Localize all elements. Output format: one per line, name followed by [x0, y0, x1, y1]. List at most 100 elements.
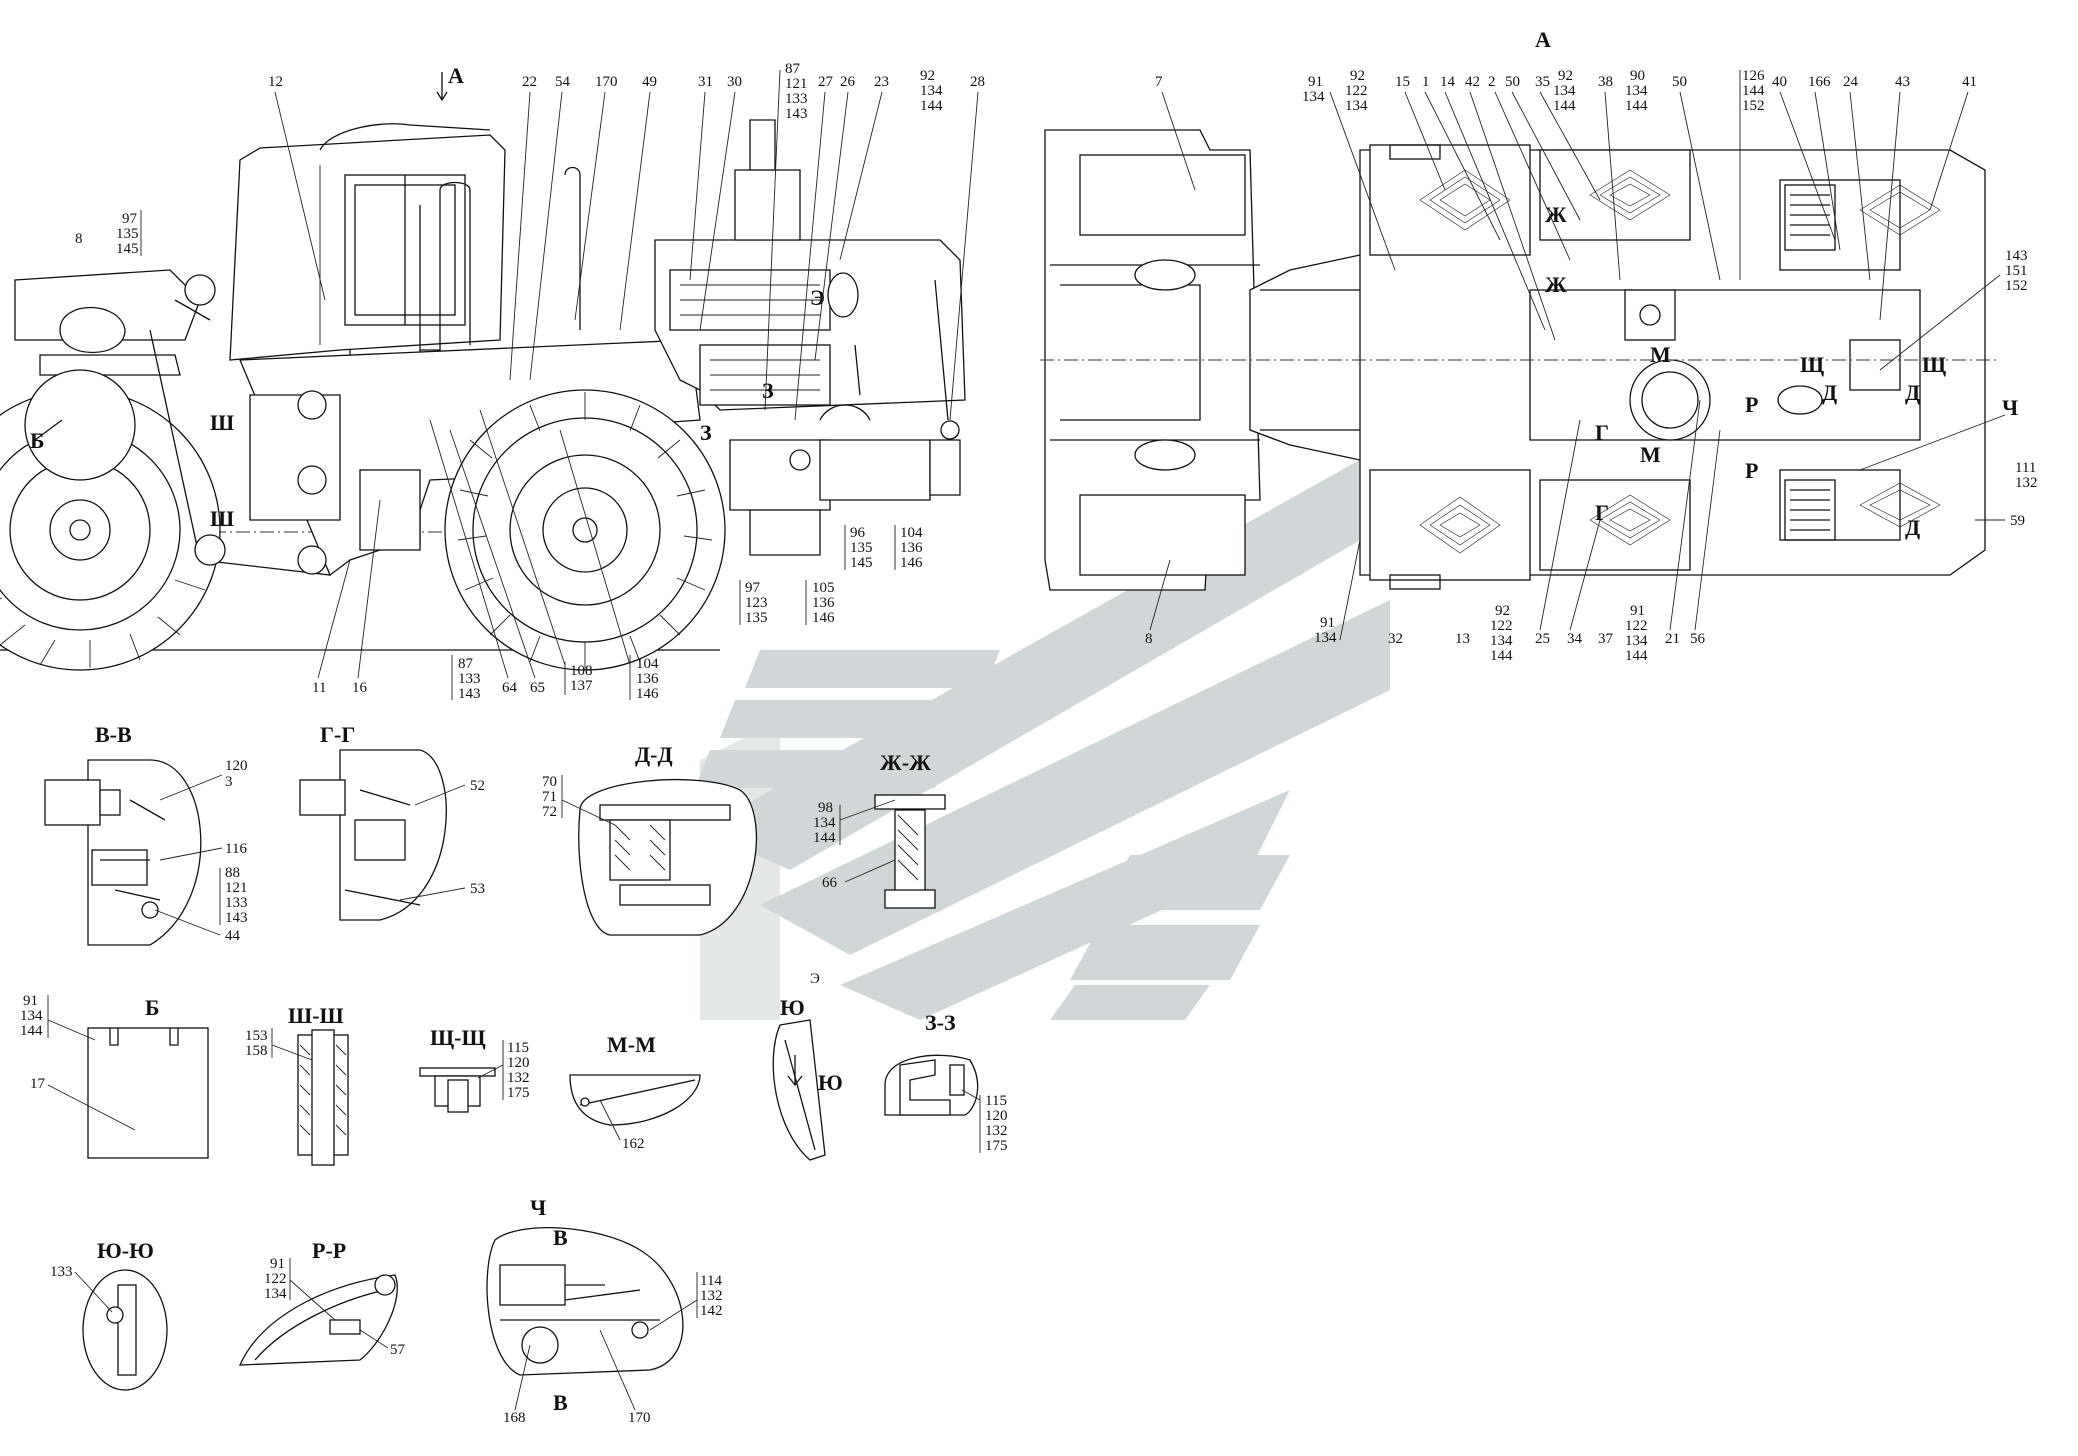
section-d-marker-1: Д — [1822, 380, 1837, 405]
callout-96: 96 — [850, 525, 866, 541]
section-b-view: Б 91 134 144 17 — [20, 993, 209, 1159]
callout-97b: 97 — [745, 580, 761, 596]
section-zh-zh: Ж-Ж 98 134 144 66 — [813, 750, 946, 909]
callout-59: 59 — [2010, 513, 2025, 529]
section-sh-marker-top: Ш — [210, 410, 234, 435]
callout-32: 32 — [1388, 631, 1403, 647]
callout-88: 88 — [225, 865, 240, 881]
section-title: В-В — [95, 722, 132, 747]
callout-132: 132 — [985, 1123, 1008, 1139]
callout-56: 56 — [1690, 631, 1706, 647]
section-m-m: М-М 162 — [569, 1032, 701, 1152]
callout-24: 24 — [1843, 74, 1859, 90]
callout-134b: 134 — [1345, 98, 1368, 114]
callout-136c: 136 — [636, 671, 659, 687]
callout-134: 134 — [1302, 89, 1325, 105]
callout-122c: 122 — [1625, 618, 1648, 634]
callout-1: 1 — [1422, 74, 1430, 90]
section-yu-marker-2: Ю — [818, 1070, 843, 1095]
callout-134c: 134 — [1553, 83, 1576, 99]
callout-50: 50 — [1505, 74, 1520, 90]
section-z-z: З-З 115 120 132 175 — [884, 1010, 1008, 1154]
callout-134g: 134 — [1625, 633, 1648, 649]
section-d-marker-3: Д — [1905, 515, 1920, 540]
callout-54: 54 — [555, 74, 571, 90]
callout-162: 162 — [622, 1136, 645, 1152]
front-boom — [14, 269, 331, 576]
callout-168: 168 — [503, 1410, 526, 1426]
callout-145: 145 — [116, 241, 139, 257]
callout-134e: 134 — [1314, 630, 1337, 646]
callout-152b: 152 — [2005, 278, 2028, 294]
callout-144: 144 — [813, 830, 836, 846]
callout-16: 16 — [352, 680, 368, 696]
callout-e: Э — [810, 971, 820, 987]
callout-120: 120 — [985, 1108, 1008, 1124]
callout-135b: 135 — [850, 540, 873, 556]
callout-37: 37 — [1598, 631, 1614, 647]
callout-87b: 87 — [458, 656, 474, 672]
callout-30: 30 — [727, 74, 742, 90]
plan-view-callouts: 7 91 134 92 122 134 15 1 14 42 2 50 35 9… — [1145, 68, 2038, 664]
callout-23: 23 — [874, 74, 889, 90]
callout-2: 2 — [1488, 74, 1496, 90]
callout-122b: 122 — [1490, 618, 1513, 634]
section-shch-marker-1: Щ — [1800, 352, 1824, 377]
callout-132: 132 — [700, 1288, 723, 1304]
callout-43: 43 — [1895, 74, 1910, 90]
callout-8: 8 — [75, 231, 83, 247]
section-title: Щ-Щ — [430, 1025, 486, 1050]
callout-134f: 134 — [1490, 633, 1513, 649]
callout-126: 126 — [1742, 68, 1765, 84]
callout-121: 121 — [785, 76, 808, 92]
section-r-marker-1: Р — [1745, 392, 1758, 417]
callout-27: 27 — [818, 74, 834, 90]
callout-38: 38 — [1598, 74, 1613, 90]
callout-98: 98 — [818, 800, 833, 816]
callout-13: 13 — [1455, 631, 1470, 647]
callout-151: 151 — [2005, 263, 2028, 279]
cab — [229, 123, 506, 361]
callout-170: 170 — [595, 74, 618, 90]
callout-134: 134 — [264, 1286, 287, 1302]
callout-133: 133 — [225, 895, 248, 911]
section-title: М-М — [607, 1032, 656, 1057]
callout-114: 114 — [700, 1273, 722, 1289]
callout-143b: 143 — [458, 686, 481, 702]
callout-92c: 92 — [1495, 603, 1510, 619]
rear-counterweight — [729, 404, 961, 556]
callout-120: 120 — [225, 758, 248, 774]
section-zh-marker-2: Ж — [1545, 272, 1567, 297]
callout-72: 72 — [542, 804, 557, 820]
callout-175: 175 — [507, 1085, 530, 1101]
callout-11: 11 — [312, 680, 326, 696]
callout-17: 17 — [30, 1076, 46, 1092]
callout-133: 133 — [50, 1264, 73, 1280]
callout-145b: 145 — [850, 555, 873, 571]
section-b-marker: Б — [30, 428, 45, 453]
section-r-r: Р-Р 91 122 134 57 — [238, 1238, 406, 1366]
callout-136b: 136 — [812, 595, 835, 611]
section-v-marker-1: В — [553, 1225, 568, 1250]
section-title: Ш-Ш — [288, 1003, 344, 1028]
callout-12: 12 — [268, 74, 283, 90]
section-e-marker: Э — [810, 285, 825, 310]
callout-105: 105 — [812, 580, 835, 596]
callout-31: 31 — [698, 74, 713, 90]
section-title: З-З — [925, 1010, 956, 1035]
section-d-marker-2: Д — [1905, 380, 1920, 405]
callout-64: 64 — [502, 680, 518, 696]
callout-144d: 144 — [1490, 648, 1513, 664]
callout-26: 26 — [840, 74, 856, 90]
section-v-marker-2: В — [553, 1390, 568, 1415]
callout-92b: 92 — [1558, 68, 1573, 84]
callout-137: 137 — [570, 678, 593, 694]
callout-134: 134 — [20, 1008, 43, 1024]
section-yu-marker-1: Ю — [780, 995, 805, 1020]
callout-143: 143 — [225, 910, 248, 926]
callout-21: 21 — [1665, 631, 1680, 647]
section-v-v: В-В 120 3 116 88 121 133 143 44 — [44, 722, 248, 946]
plan-view-title: А — [1535, 27, 1551, 52]
callout-134: 134 — [920, 83, 943, 99]
